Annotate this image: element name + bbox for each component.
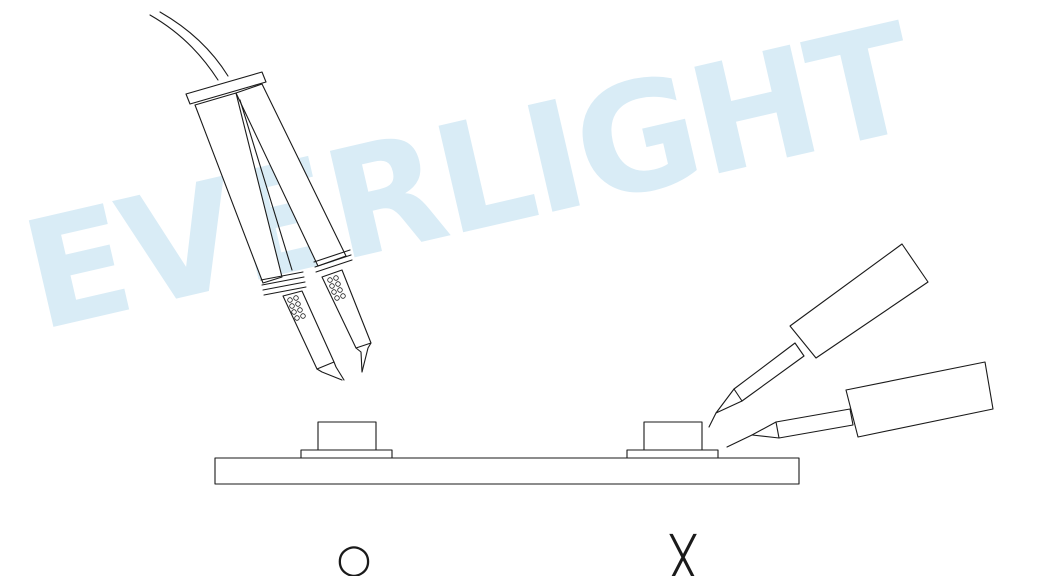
watermark-text: EVERLIGHT xyxy=(9,0,931,365)
soldering-iron-icon xyxy=(708,243,929,428)
led-component-icon xyxy=(626,421,719,459)
twin-head-soldering-tweezer-icon xyxy=(149,11,372,381)
wrong-mark: ╳ xyxy=(669,533,697,576)
soldering-iron-icon xyxy=(726,361,994,448)
everlight-watermark: EVERLIGHT xyxy=(9,0,931,365)
circuit-board-icon xyxy=(214,457,800,485)
correct-mark: ○ xyxy=(337,536,372,576)
led-component-icon xyxy=(300,421,393,459)
